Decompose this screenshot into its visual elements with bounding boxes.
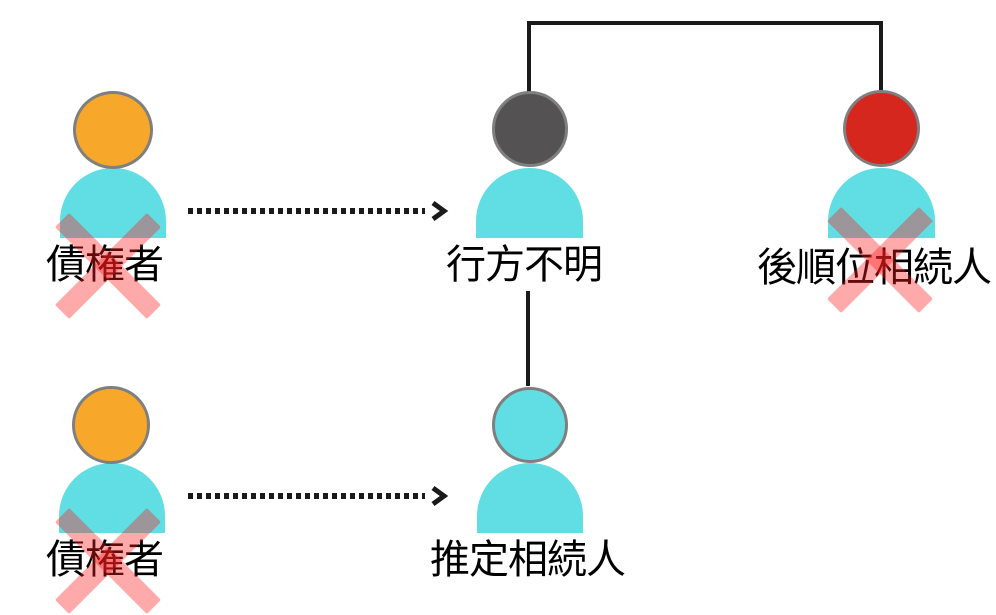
person-head-icon [843,90,920,167]
drop-line-missing-person [527,21,531,94]
person-label-presumptive-heir: 推定相続人 [430,538,626,582]
person-label-creditor-bottom: 債権者 [46,538,164,582]
dotted-arrow-right-icon [188,200,449,222]
person-body-shape [477,463,583,533]
person-body-shape [476,168,583,238]
person-head-icon [492,387,568,463]
person-head-icon [492,91,568,167]
descent-line-to-presumptive-heir [526,291,530,386]
person-label-missing: 行方不明 [446,243,603,287]
family-tree-top-connector-line [527,21,883,25]
person-body-shape [828,168,935,238]
dotted-arrow-right-icon [188,485,449,507]
person-label-creditor-top: 債権者 [46,243,164,287]
drop-line-lower-rank-heir [879,21,883,93]
person-body-shape [59,463,165,533]
person-label-lower-rank-heir: 後順位相続人 [757,246,992,290]
person-head-icon [72,386,150,464]
person-body-shape [60,168,166,238]
person-head-icon [73,91,153,169]
